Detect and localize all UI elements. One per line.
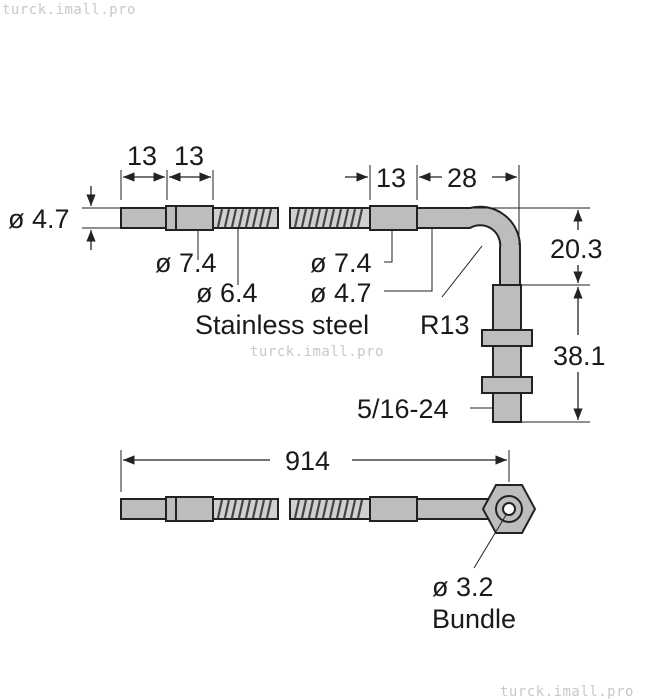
bottom-ferrule-ring	[165, 496, 177, 522]
label-left-diameter: ø 4.7	[8, 204, 70, 234]
label-bend-height: 20.3	[550, 234, 603, 264]
bottom-sheath-right-hatch	[293, 499, 364, 519]
label-top-length-b: 13	[174, 141, 204, 171]
bottom-tube-right	[416, 498, 490, 520]
label-sheath-diameter: ø 6.4	[196, 278, 258, 308]
label-bend-radius: R13	[420, 310, 470, 340]
dim-left-callouts: ø 7.4 ø 6.4 Stainless steel	[155, 228, 369, 340]
label-right-tube-diameter: ø 4.7	[310, 278, 372, 308]
tube-left	[120, 207, 167, 229]
nut-upper	[481, 329, 533, 347]
bottom-sheath-left-hatch	[216, 499, 273, 519]
top-left-cable-end	[120, 205, 279, 231]
watermark-top-left: turck.imall.pro	[2, 2, 136, 18]
label-right-ferrule-diameter: ø 7.4	[310, 248, 372, 278]
bottom-ferrule-body	[175, 496, 214, 522]
ferrule-ring	[165, 205, 177, 231]
dim-thread: 5/16-24	[357, 394, 493, 424]
dim-bundle: ø 3.2 Bundle	[432, 514, 516, 634]
top-right-cable-end	[289, 205, 533, 423]
bottom-cable-view	[120, 484, 537, 534]
dim-left-diameter: ø 4.7	[8, 186, 120, 250]
ferrule-body	[175, 205, 214, 231]
dim-bend-radius: R13	[420, 245, 483, 340]
label-bundle-diameter: ø 3.2	[432, 572, 494, 602]
label-right-length-a: 13	[376, 163, 406, 193]
dim-vertical: 20.3 38.1	[470, 207, 606, 423]
label-thread: 5/16-24	[357, 394, 449, 424]
ferrule-right	[369, 205, 418, 231]
label-right-length-b: 28	[447, 163, 477, 193]
sheath-left-hatch	[216, 208, 273, 228]
label-bundle: Bundle	[432, 604, 516, 634]
label-total-length: 914	[285, 446, 330, 476]
dim-top-left: 13 13	[120, 141, 214, 200]
label-top-length-a: 13	[127, 141, 157, 171]
nut-lower	[481, 376, 533, 394]
label-housing-length: 38.1	[553, 341, 606, 371]
label-ferrule-diameter: ø 7.4	[155, 248, 217, 278]
label-material: Stainless steel	[195, 310, 369, 340]
bottom-ferrule-right	[369, 496, 418, 522]
watermark-middle: turck.imall.pro	[250, 344, 384, 360]
dim-total-length: 914	[120, 446, 510, 492]
bundle-bore	[502, 502, 516, 516]
watermark-bottom-right: turck.imall.pro	[500, 684, 634, 700]
dim-right-callouts: ø 7.4 ø 4.7	[310, 228, 433, 308]
bottom-tube-left	[120, 498, 167, 520]
dim-top-right: 13 28	[345, 163, 520, 245]
threaded-housing	[492, 284, 522, 423]
sheath-right-hatch	[293, 208, 364, 228]
